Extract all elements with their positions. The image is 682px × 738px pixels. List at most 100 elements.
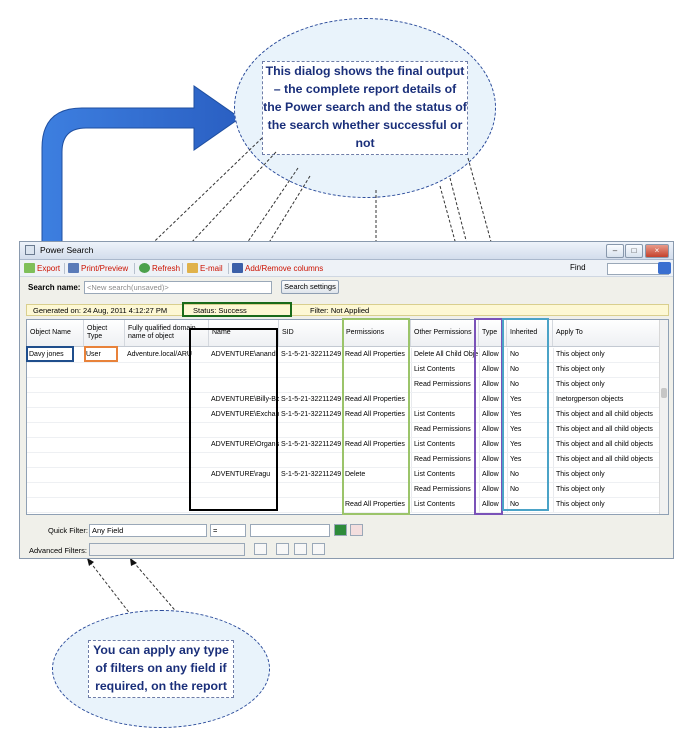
maximize-button[interactable]: □ bbox=[625, 244, 643, 258]
window-title: Power Search bbox=[40, 245, 94, 255]
table-cell bbox=[84, 363, 125, 377]
title-bar: Power Search – □ × bbox=[20, 242, 673, 260]
search-settings-button[interactable]: Search settings bbox=[281, 280, 339, 294]
edit-filter-funnel-icon[interactable] bbox=[294, 543, 307, 555]
column-header[interactable]: Fully qualified domain name of object bbox=[125, 320, 209, 346]
table-cell bbox=[279, 378, 343, 392]
search-name-input[interactable]: <New search(unsaved)> bbox=[84, 281, 272, 294]
column-header[interactable]: Inherited bbox=[507, 320, 553, 346]
minimize-button[interactable]: – bbox=[606, 244, 624, 258]
table-cell: No bbox=[507, 378, 553, 392]
table-cell bbox=[209, 363, 279, 377]
table-cell bbox=[343, 423, 411, 437]
table-cell bbox=[27, 393, 84, 407]
table-cell bbox=[209, 483, 279, 497]
search-name-label: Search name: bbox=[28, 283, 81, 292]
column-header[interactable]: Type bbox=[479, 320, 507, 346]
quick-filter-value-input[interactable] bbox=[250, 524, 330, 537]
table-cell: ADVENTURE\Exchange Tru bbox=[211, 411, 279, 418]
table-cell: Allow bbox=[479, 483, 507, 497]
export-icon bbox=[24, 263, 35, 273]
apply-filter-icon[interactable] bbox=[334, 524, 347, 536]
column-header[interactable]: Other Permissions bbox=[411, 320, 479, 346]
table-cell: Yes bbox=[507, 453, 553, 467]
export-button[interactable]: Export bbox=[24, 262, 60, 274]
table-cell: Allow bbox=[479, 378, 507, 392]
columns-icon bbox=[232, 263, 243, 273]
top-callout-text: This dialog shows the final output – the… bbox=[262, 61, 468, 155]
table-cell: Delete bbox=[345, 471, 366, 478]
column-header[interactable]: Permissions bbox=[343, 320, 411, 346]
apply-advanced-filter-icon[interactable] bbox=[254, 543, 267, 555]
quick-filter-operator-select[interactable]: = bbox=[210, 524, 246, 537]
add-remove-columns-button[interactable]: Add/Remove columns bbox=[232, 262, 323, 274]
email-button[interactable]: E-mail bbox=[187, 262, 223, 274]
table-cell: Read All Properties bbox=[345, 441, 405, 448]
table-cell: ADVENTURE\Billy-Bowdan bbox=[211, 396, 279, 403]
table-cell: This object only bbox=[553, 483, 661, 497]
table-cell bbox=[84, 468, 125, 482]
quick-filter-field-select[interactable]: Any Field bbox=[89, 524, 207, 537]
table-cell bbox=[125, 408, 209, 422]
table-cell bbox=[27, 498, 84, 512]
refresh-button[interactable]: Refresh bbox=[139, 262, 180, 274]
vertical-scrollbar[interactable] bbox=[659, 320, 668, 514]
table-cell: List Contents bbox=[411, 498, 479, 512]
table-cell bbox=[125, 393, 209, 407]
table-cell bbox=[279, 498, 343, 512]
table-cell: This object only bbox=[553, 348, 661, 362]
table-cell: This object only bbox=[553, 498, 661, 512]
column-header[interactable]: Object Name bbox=[27, 320, 84, 346]
table-cell: Allow bbox=[479, 453, 507, 467]
column-header[interactable]: Apply To bbox=[553, 320, 661, 346]
table-cell: Delete All Child Obje bbox=[411, 348, 479, 362]
table-cell bbox=[343, 378, 411, 392]
toolbar-divider bbox=[134, 263, 135, 274]
clear-filter-icon[interactable] bbox=[350, 524, 363, 536]
table-cell: Read Permissions bbox=[411, 378, 479, 392]
find-search-icon[interactable] bbox=[658, 262, 671, 274]
table-cell bbox=[84, 483, 125, 497]
table-cell bbox=[279, 483, 343, 497]
scroll-thumb[interactable] bbox=[661, 388, 667, 398]
advanced-filters-select[interactable] bbox=[89, 543, 245, 556]
table-cell: No bbox=[507, 498, 553, 512]
table-cell bbox=[27, 468, 84, 482]
table-row[interactable]: ADVENTURE\Exchange TruS-1-5-21-32211249R… bbox=[27, 408, 661, 423]
table-row[interactable]: ADVENTURE\Billy-BowdanS-1-5-21-32211249R… bbox=[27, 393, 661, 408]
table-cell bbox=[343, 483, 411, 497]
table-cell: Allow bbox=[479, 393, 507, 407]
table-cell: Yes bbox=[507, 393, 553, 407]
table-cell: List Contents bbox=[411, 408, 479, 422]
table-row[interactable]: ADVENTURE\OrganizationS-1-5-21-32211249R… bbox=[27, 438, 661, 453]
table-cell bbox=[209, 453, 279, 467]
column-header[interactable]: SID bbox=[279, 320, 343, 346]
status-bar: Generated on: 24 Aug, 2011 4:12:27 PM St… bbox=[26, 304, 669, 316]
column-header[interactable]: Object Type bbox=[84, 320, 125, 346]
filter-funnel-icon[interactable] bbox=[276, 543, 289, 555]
column-header[interactable]: Name bbox=[209, 320, 279, 346]
table-cell bbox=[125, 483, 209, 497]
close-button[interactable]: × bbox=[645, 244, 669, 258]
table-cell: S-1-5-21-32211249 bbox=[281, 351, 342, 358]
table-cell: Inetorgperson objects bbox=[553, 393, 661, 407]
remove-filter-funnel-icon[interactable] bbox=[312, 543, 325, 555]
table-cell bbox=[125, 423, 209, 437]
print-preview-button[interactable]: Print/Preview bbox=[68, 262, 128, 274]
table-cell: S-1-5-21-32211249 bbox=[281, 396, 342, 403]
table-cell: Allow bbox=[479, 438, 507, 452]
table-cell: Yes bbox=[507, 408, 553, 422]
table-cell bbox=[125, 453, 209, 467]
table-cell: List Contents bbox=[411, 363, 479, 377]
window-app-icon bbox=[25, 245, 35, 255]
table-cell: This object only bbox=[553, 378, 661, 392]
table-cell: Allow bbox=[479, 468, 507, 482]
